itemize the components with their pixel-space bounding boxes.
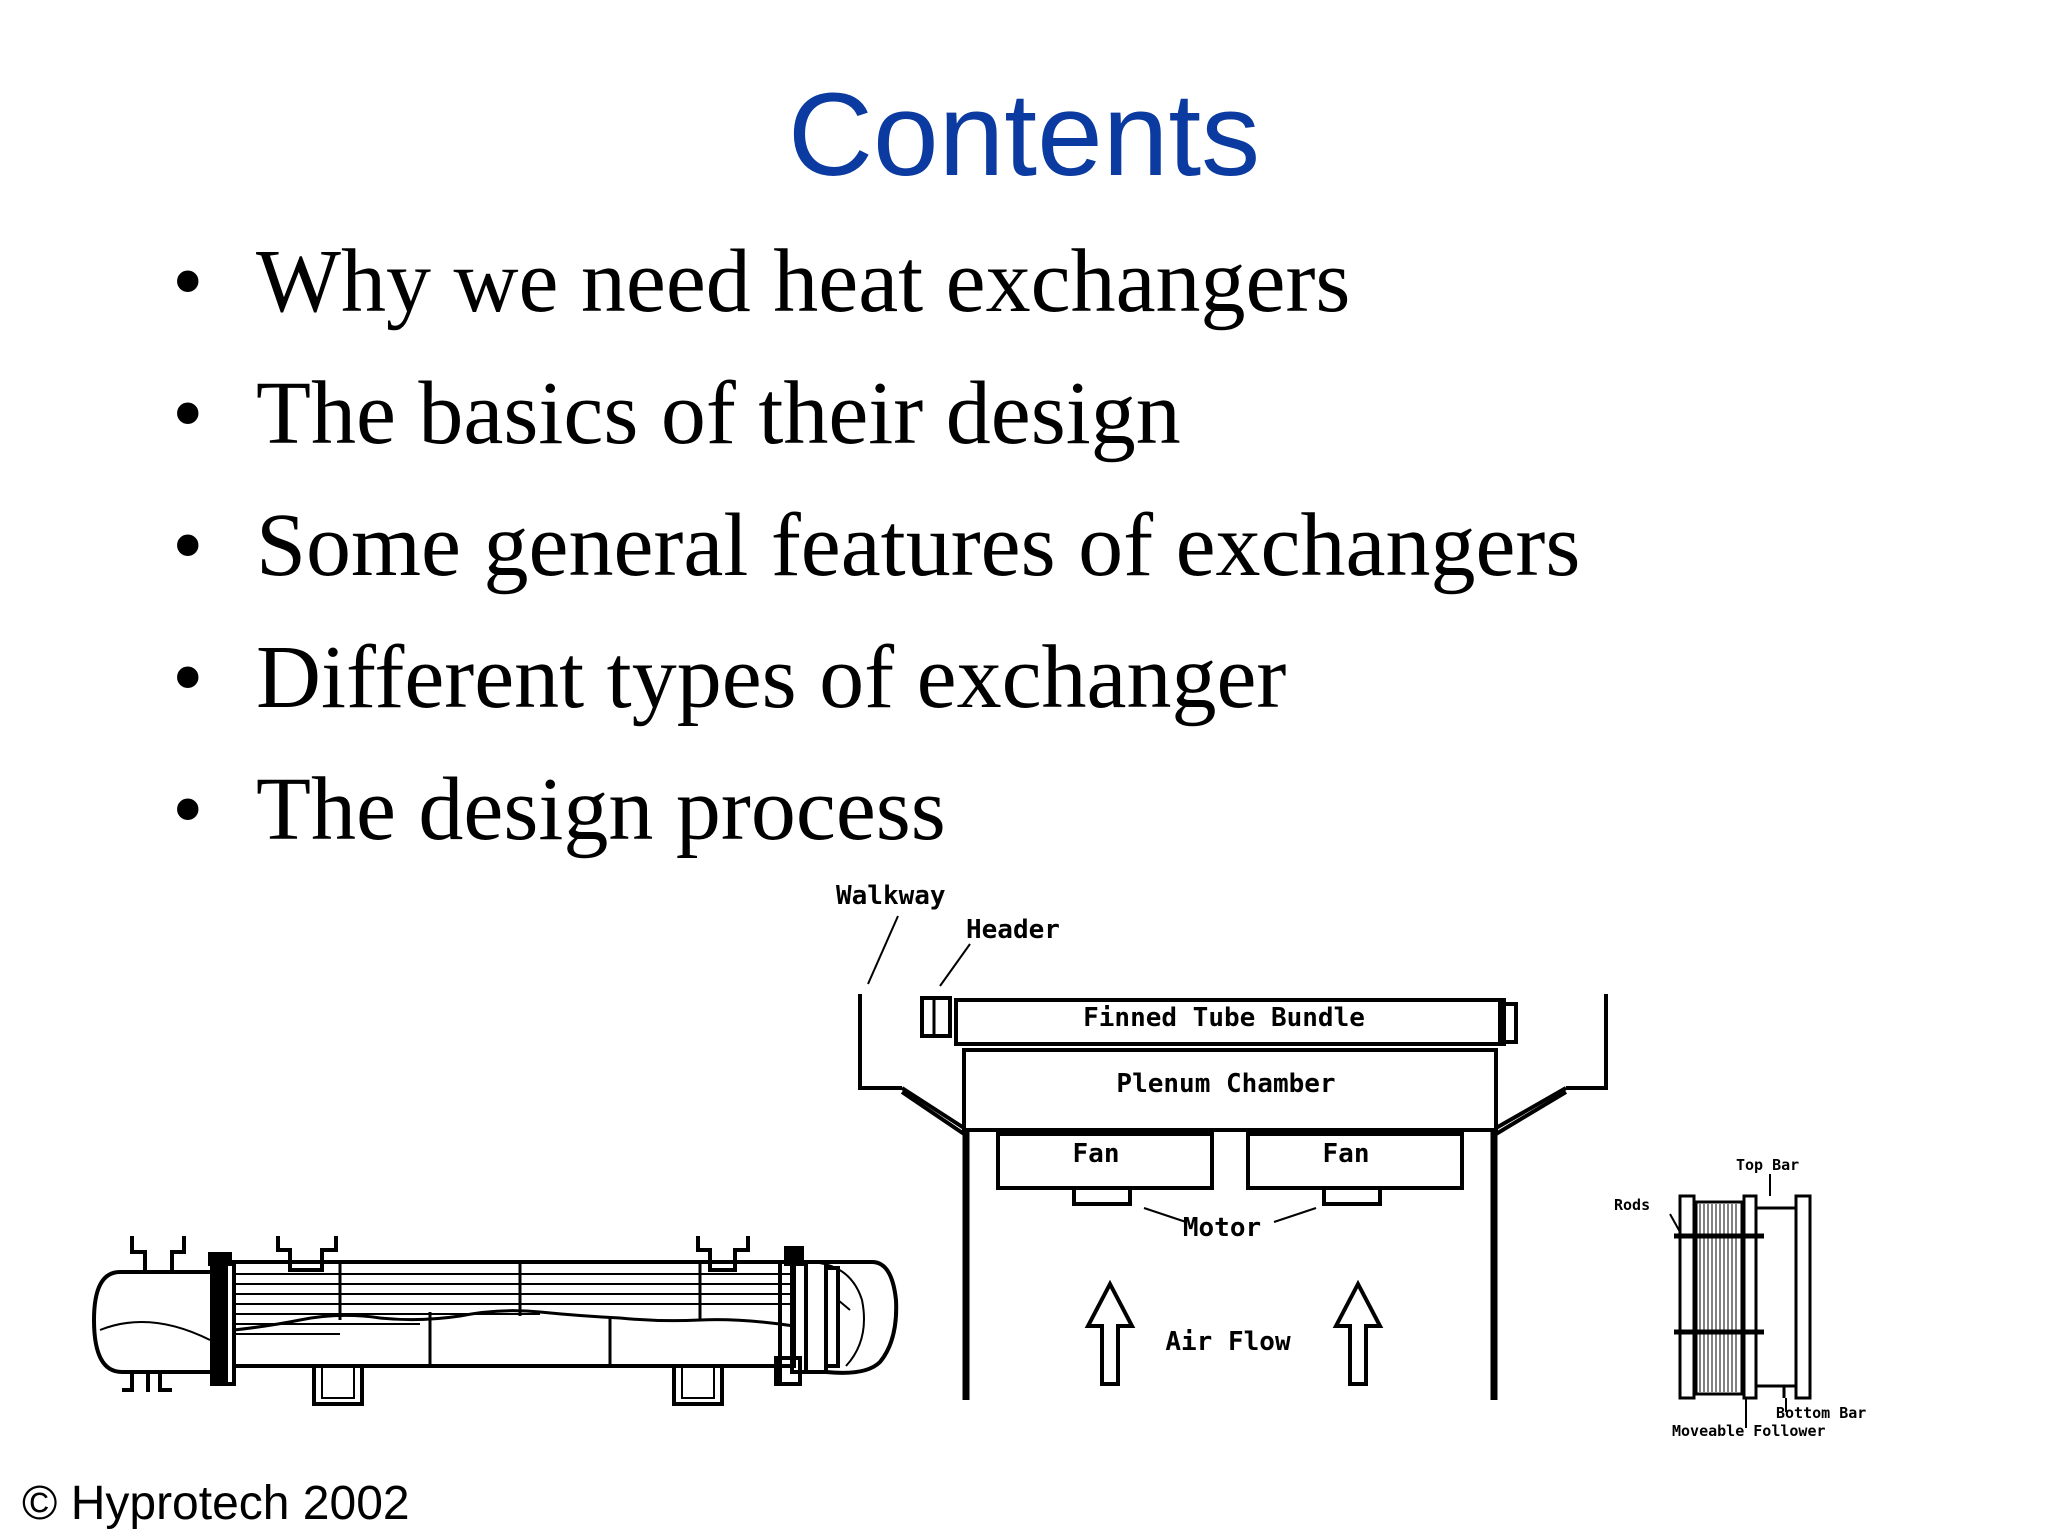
copyright-footer: © Hyprotech 2002	[22, 1477, 410, 1530]
plenum-chamber-label: Plenum Chamber	[1116, 1069, 1335, 1099]
shell-and-tube-exchanger	[91, 1236, 899, 1406]
bullet-marker: •	[172, 232, 204, 331]
slide-title: Contents	[787, 69, 1261, 201]
rods-label: Rods	[1614, 1196, 1650, 1214]
fan-right-label: Fan	[1323, 1139, 1370, 1169]
motor-label: Motor	[1183, 1213, 1261, 1243]
plate-exchanger: Top Bar Rods Bottom Bar Moveable Followe…	[1614, 1156, 1866, 1440]
bullet-marker: •	[172, 496, 204, 595]
bullet-marker: •	[172, 760, 204, 859]
header-label: Header	[966, 915, 1060, 945]
top-bar-label: Top Bar	[1736, 1156, 1799, 1174]
bottom-bar-label: Bottom Bar	[1776, 1404, 1866, 1422]
finned-tube-bundle-label: Finned Tube Bundle	[1083, 1003, 1365, 1033]
bullet-marker: •	[172, 628, 204, 727]
moveable-follower-label: Moveable Follower	[1672, 1422, 1826, 1440]
bullet-text: The design process	[256, 760, 946, 859]
bullet-text: Some general features of exchangers	[256, 496, 1581, 595]
fan-left-label: Fan	[1073, 1139, 1120, 1169]
air-flow-label: Air Flow	[1165, 1327, 1291, 1357]
bullet-text: The basics of their design	[256, 364, 1181, 463]
bullet-text: Different types of exchanger	[256, 628, 1287, 727]
walkway-label: Walkway	[836, 881, 946, 911]
air-cooled-exchanger: Walkway Header Finned Tube Bundle Plenum…	[836, 881, 1608, 1400]
bullet-text: Why we need heat exchangers	[256, 232, 1351, 331]
bullet-marker: •	[172, 364, 204, 463]
